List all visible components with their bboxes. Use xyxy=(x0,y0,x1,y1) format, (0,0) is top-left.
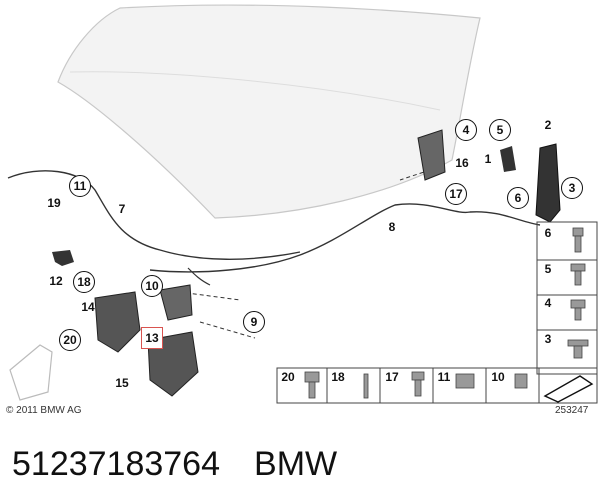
part-caption: 51237183764 BMW xyxy=(12,444,337,484)
callout-19: 19 xyxy=(47,196,61,210)
callout-1: 1 xyxy=(484,152,492,166)
callout-12: 12 xyxy=(49,274,63,288)
part-10-bracket xyxy=(159,284,193,321)
orientation-arrow-icon xyxy=(543,375,594,403)
callout-3: 3 xyxy=(561,177,583,199)
bowden-cable-8 xyxy=(149,203,541,273)
diagram-reference-number: 253247 xyxy=(555,405,589,416)
brand-name: BMW xyxy=(254,445,338,483)
callout-14: 14 xyxy=(81,300,95,314)
callout-16: 16 xyxy=(455,156,469,170)
part-2-hinge xyxy=(535,143,561,223)
bowden-cable-7 xyxy=(7,170,301,260)
legend-bottom-frame xyxy=(276,367,598,404)
callout-9: 9 xyxy=(243,311,265,333)
part-number: 51237183764 xyxy=(12,445,221,483)
callout-6: 6 xyxy=(507,187,529,209)
copyright-notice: © 2011 BMW AG xyxy=(6,405,82,416)
part-1-bracket xyxy=(500,146,516,172)
callout-10: 10 xyxy=(141,275,163,297)
callout-4: 4 xyxy=(455,119,477,141)
callout-7: 7 xyxy=(118,202,126,216)
legend-bottom-17: 17 xyxy=(385,370,399,384)
part-16-hinge xyxy=(417,129,446,181)
lock-14 xyxy=(94,291,141,353)
callout-13: 13 xyxy=(141,327,163,349)
legend-bottom-10: 10 xyxy=(491,370,505,384)
legend-right-4: 4 xyxy=(544,296,552,310)
legend-right-6: 6 xyxy=(544,226,552,240)
fastener-icons xyxy=(304,227,589,399)
callout-20: 20 xyxy=(59,329,81,351)
callout-18: 18 xyxy=(73,271,95,293)
legend-bottom-11: 11 xyxy=(437,370,451,384)
callout-15: 15 xyxy=(115,376,129,390)
legend-right-3: 3 xyxy=(544,332,552,346)
hood-crease xyxy=(69,71,441,111)
part-12-clip xyxy=(52,250,74,266)
callout-17: 17 xyxy=(445,183,467,205)
callout-11: 11 xyxy=(69,175,91,197)
callout-5: 5 xyxy=(489,119,511,141)
legend-right-frame xyxy=(536,221,598,375)
parts-diagram xyxy=(7,4,598,404)
legend-bottom-18: 18 xyxy=(331,370,345,384)
callout-8: 8 xyxy=(388,220,396,234)
bracket-outline xyxy=(9,344,53,401)
legend-right-5: 5 xyxy=(544,262,552,276)
callout-2: 2 xyxy=(544,118,552,132)
cable-branch xyxy=(187,267,211,286)
leader-lines xyxy=(164,169,431,339)
legend-bottom-20: 20 xyxy=(281,370,295,384)
hood-panel xyxy=(57,4,481,219)
